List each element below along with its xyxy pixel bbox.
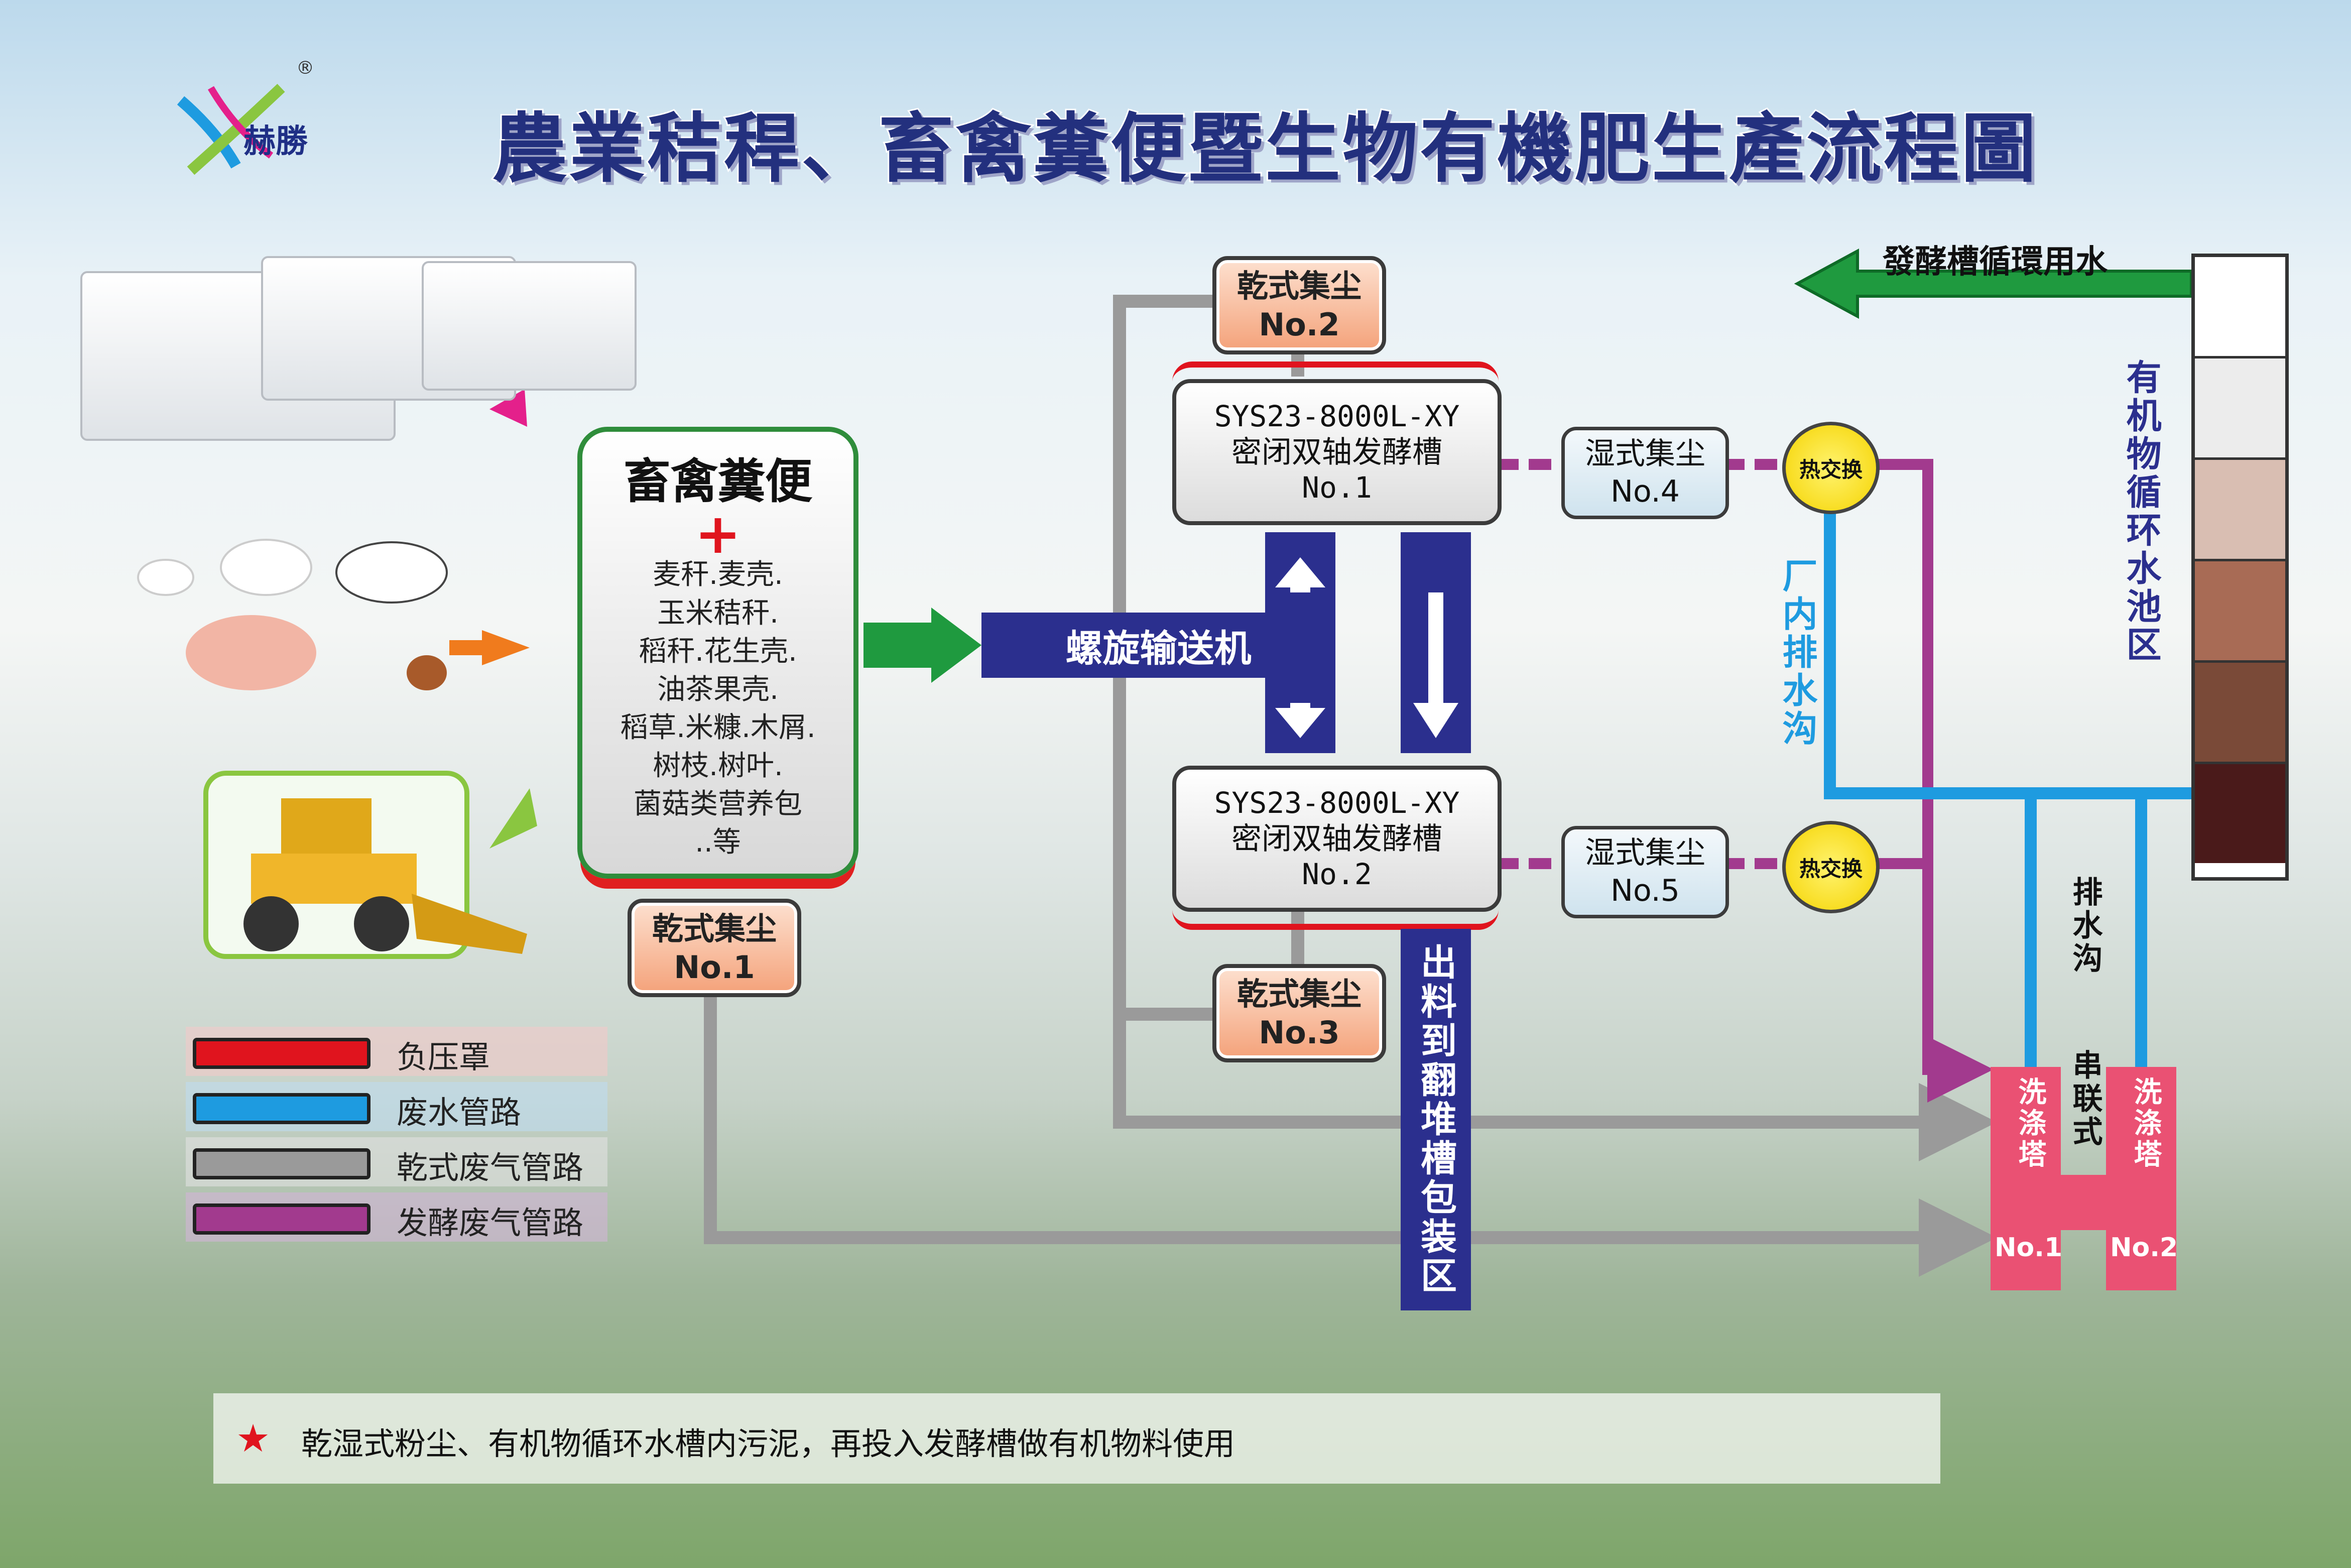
loader-illustration [203,771,527,959]
collector-label: 湿式集尘 [1585,436,1705,471]
dry-collector-3: 乾式集尘 No.3 [1212,964,1386,1062]
tower-label: 洗涤塔 [2129,1077,2162,1170]
collector-number: No.2 [1259,306,1340,343]
negative-pressure-hood [1172,361,1499,528]
collector-label: 乾式集尘 [1236,267,1362,304]
material-item: ..等 [695,826,741,859]
truck-illustration [422,261,637,391]
circulating-water-pool [2191,254,2289,881]
legend-item: 乾式废气管路 [186,1137,607,1186]
dry-collector-1: 乾式集尘 No.1 [628,899,801,997]
drain-label: 排水沟 [2067,876,2102,976]
bottom-note: ★ 乾湿式粉尘、有机物循环水槽内污泥，再投入发酵槽做有机物料使用 [213,1393,1940,1484]
pool-layer [2195,358,2285,460]
output-area-label: 出料到翻堆槽包装区 [1401,929,1471,1310]
tank-number: No.1 [1302,470,1372,505]
feed-materials-box: 畜禽糞便 + 麦秆.麦壳. 玉米秸秆. 稻秆.花生壳. 油茶果壳. 稻草.米糠.… [577,427,858,879]
truck-arrow [489,389,527,427]
material-item: 树枝.树叶. [653,750,783,783]
legend-swatch [193,1148,370,1179]
fermentation-exhaust-pipes [1496,459,1994,1103]
pool-layer [2195,663,2285,764]
logo-name: 赫勝 [243,123,308,160]
scrubber-tower-2: 洗涤塔 No.2 [2106,1067,2178,1290]
material-item: 菌菇类营养包 [634,788,802,821]
tank-model: SYS23-8000L-XY [1214,399,1460,433]
tank-number: No.2 [1302,857,1372,891]
plant-drain-label: 厂内排水沟 [1777,557,1818,748]
screw-conveyor: 螺旋输送机 [981,613,1335,678]
registered-mark: ® [296,58,314,78]
logo-mark-icon [177,84,285,175]
legend-swatch [193,1093,370,1124]
feed-to-conveyor-arrow [863,608,981,683]
material-item: 油茶果壳. [657,673,779,706]
wastewater-pipes [1824,497,2191,1072]
note-text: 乾湿式粉尘、有机物循环水槽内污泥，再投入发酵槽做有机物料使用 [301,1425,1235,1462]
page-title: 農業秸稈、畜禽糞便暨生物有機肥生產流程圖 [490,104,2039,194]
collector-number: No.1 [674,949,755,986]
up-arrow-icon [1275,557,1325,592]
tower-number: No.1 [1995,1233,2063,1263]
legend-swatch [193,1203,370,1235]
tank-name: 密闭双轴发酵槽 [1231,821,1442,857]
negative-pressure-hood [1172,768,1499,930]
tower-label: 洗涤塔 [2014,1077,2046,1170]
pool-layer [2195,257,2285,358]
plus-icon: + [694,502,741,566]
legend-label: 乾式废气管路 [397,1149,584,1186]
pool-layer [2195,460,2285,561]
feed-head: 畜禽糞便 [623,454,812,510]
legend-label: 负压罩 [397,1039,490,1075]
livestock-illustration [137,539,448,690]
legend-swatch [193,1038,370,1069]
legend: 负压罩 废水管路 乾式废气管路 发酵废气管路 [186,1027,607,1242]
collector-number: No.4 [1611,474,1680,509]
collector-label: 湿式集尘 [1585,835,1705,871]
material-item: 稻草.米糠.木屑. [620,711,816,744]
heat-exchanger-1: 热交换 [1782,422,1880,514]
wet-collector-4: 湿式集尘 No.4 [1561,427,1729,519]
material-item: 稻秆.花生壳. [639,635,797,668]
wet-collector-5: 湿式集尘 No.5 [1561,826,1729,918]
collector-label: 乾式集尘 [1236,975,1362,1012]
tower-connector [2061,1175,2106,1230]
collector-number: No.3 [1259,1014,1340,1051]
pool-layer [2195,561,2285,663]
legend-item: 废水管路 [186,1082,607,1131]
star-icon: ★ [236,1416,271,1461]
recycle-water-label: 發酵槽循環用水 [1883,244,2108,281]
dry-collector-2: 乾式集尘 No.2 [1212,256,1386,354]
animals-arrow [449,630,530,665]
pool-label: 有机物循环水池区 [2121,359,2162,664]
tank-name: 密闭双轴发酵槽 [1231,434,1442,470]
collector-number: No.5 [1611,873,1680,908]
collector-label: 乾式集尘 [652,910,777,947]
material-item: 玉米秸秆. [657,596,779,630]
legend-label: 废水管路 [397,1094,522,1131]
fermentation-tank-1: SYS23-8000L-XY 密闭双轴发酵槽 No.1 [1172,379,1502,525]
tower-number: No.2 [2110,1233,2178,1263]
pool-layer [2195,764,2285,863]
material-item: 麦秆.麦壳. [653,558,783,591]
material-list: 麦秆.麦壳. 玉米秸秆. 稻秆.花生壳. 油茶果壳. 稻草.米糠.木屑. 树枝.… [620,556,815,862]
legend-label: 发酵废气管路 [397,1204,584,1241]
tank-model: SYS23-8000L-XY [1214,785,1460,820]
heat-exchanger-2: 热交换 [1782,821,1880,913]
down-arrow-icon [1275,703,1325,738]
scrubber-tower-1: 洗涤塔 No.1 [1991,1067,2063,1290]
fermentation-tank-2: SYS23-8000L-XY 密闭双轴发酵槽 No.2 [1172,766,1502,912]
transfer-down-arrow-icon [1413,592,1458,738]
series-label: 串联式 [2067,1049,2102,1149]
legend-item: 负压罩 [186,1027,607,1076]
loader-arrow [489,788,537,849]
legend-item: 发酵废气管路 [186,1192,607,1242]
